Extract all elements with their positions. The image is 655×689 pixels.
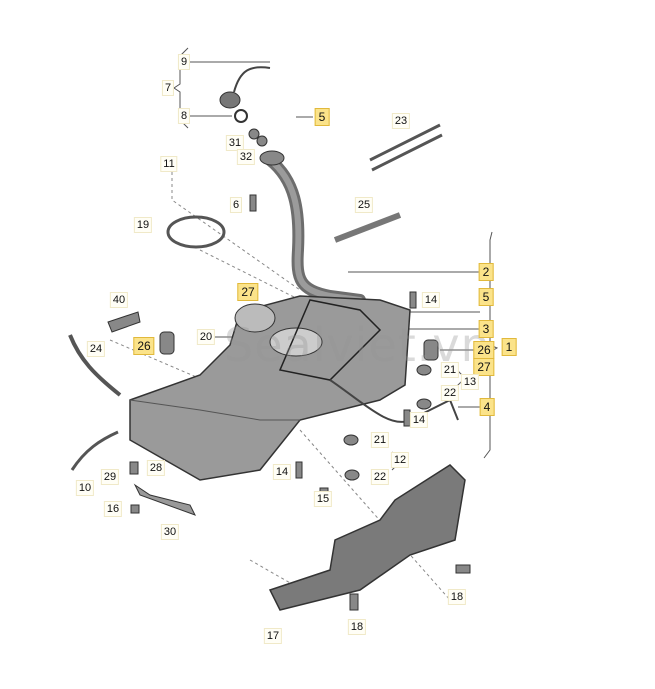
callout-7[interactable]: 7 [161,80,175,96]
callout-31[interactable]: 31 [225,135,245,151]
callout-9[interactable]: 9 [177,54,191,70]
callout-23[interactable]: 23 [391,113,411,129]
callout-14[interactable]: 14 [421,292,441,308]
hose-24 [68,334,122,397]
callout-26[interactable]: 26 [133,337,155,355]
callout-32[interactable]: 32 [236,149,256,165]
callout-8[interactable]: 8 [177,108,191,124]
callout-11[interactable]: 11 [160,156,178,172]
filler-neck [259,150,285,166]
callout-6[interactable]: 6 [229,197,243,213]
callout-21[interactable]: 21 [440,362,460,378]
callout-27[interactable]: 27 [473,358,495,376]
heat-shield [268,464,466,611]
strap [369,123,443,172]
callout-20[interactable]: 20 [196,329,216,345]
callout-19[interactable]: 19 [133,217,153,233]
callout-21[interactable]: 21 [370,432,390,448]
callout-26[interactable]: 26 [473,341,495,359]
clip [333,212,402,243]
locking-ring [166,215,226,249]
callout-15[interactable]: 15 [313,491,333,507]
callout-18[interactable]: 18 [347,619,367,635]
fuel-tank [129,295,411,481]
callout-5[interactable]: 5 [314,108,330,126]
vent-line [278,299,382,381]
bracket-30 [133,483,197,516]
callout-14[interactable]: 14 [409,412,429,428]
fuel-pump-flange [269,327,323,357]
callout-3[interactable]: 3 [478,320,494,338]
callout-12[interactable]: 12 [390,452,410,468]
callout-30[interactable]: 30 [160,524,180,540]
callout-17[interactable]: 17 [263,628,283,644]
callout-24[interactable]: 24 [86,341,106,357]
callout-5[interactable]: 5 [478,288,494,306]
pad [107,311,141,333]
callout-1[interactable]: 1 [501,338,517,356]
callout-22[interactable]: 22 [440,385,460,401]
callout-2[interactable]: 2 [478,263,494,281]
expansion-tank [234,303,276,333]
fuel-cap [219,91,241,109]
callout-13[interactable]: 13 [460,374,480,390]
callout-16[interactable]: 16 [103,501,123,517]
callout-4[interactable]: 4 [479,398,495,416]
hose-10 [70,430,119,471]
callout-14[interactable]: 14 [272,464,292,480]
callout-25[interactable]: 25 [354,197,374,213]
callout-18[interactable]: 18 [447,589,467,605]
callout-29[interactable]: 29 [100,469,120,485]
callout-27[interactable]: 27 [237,283,259,301]
o-ring [234,109,248,123]
bracket-1 [483,231,499,459]
callout-40[interactable]: 40 [109,292,129,308]
grommet [159,331,175,355]
callout-22[interactable]: 22 [370,469,390,485]
callout-28[interactable]: 28 [146,460,166,476]
callout-10[interactable]: 10 [75,480,95,496]
